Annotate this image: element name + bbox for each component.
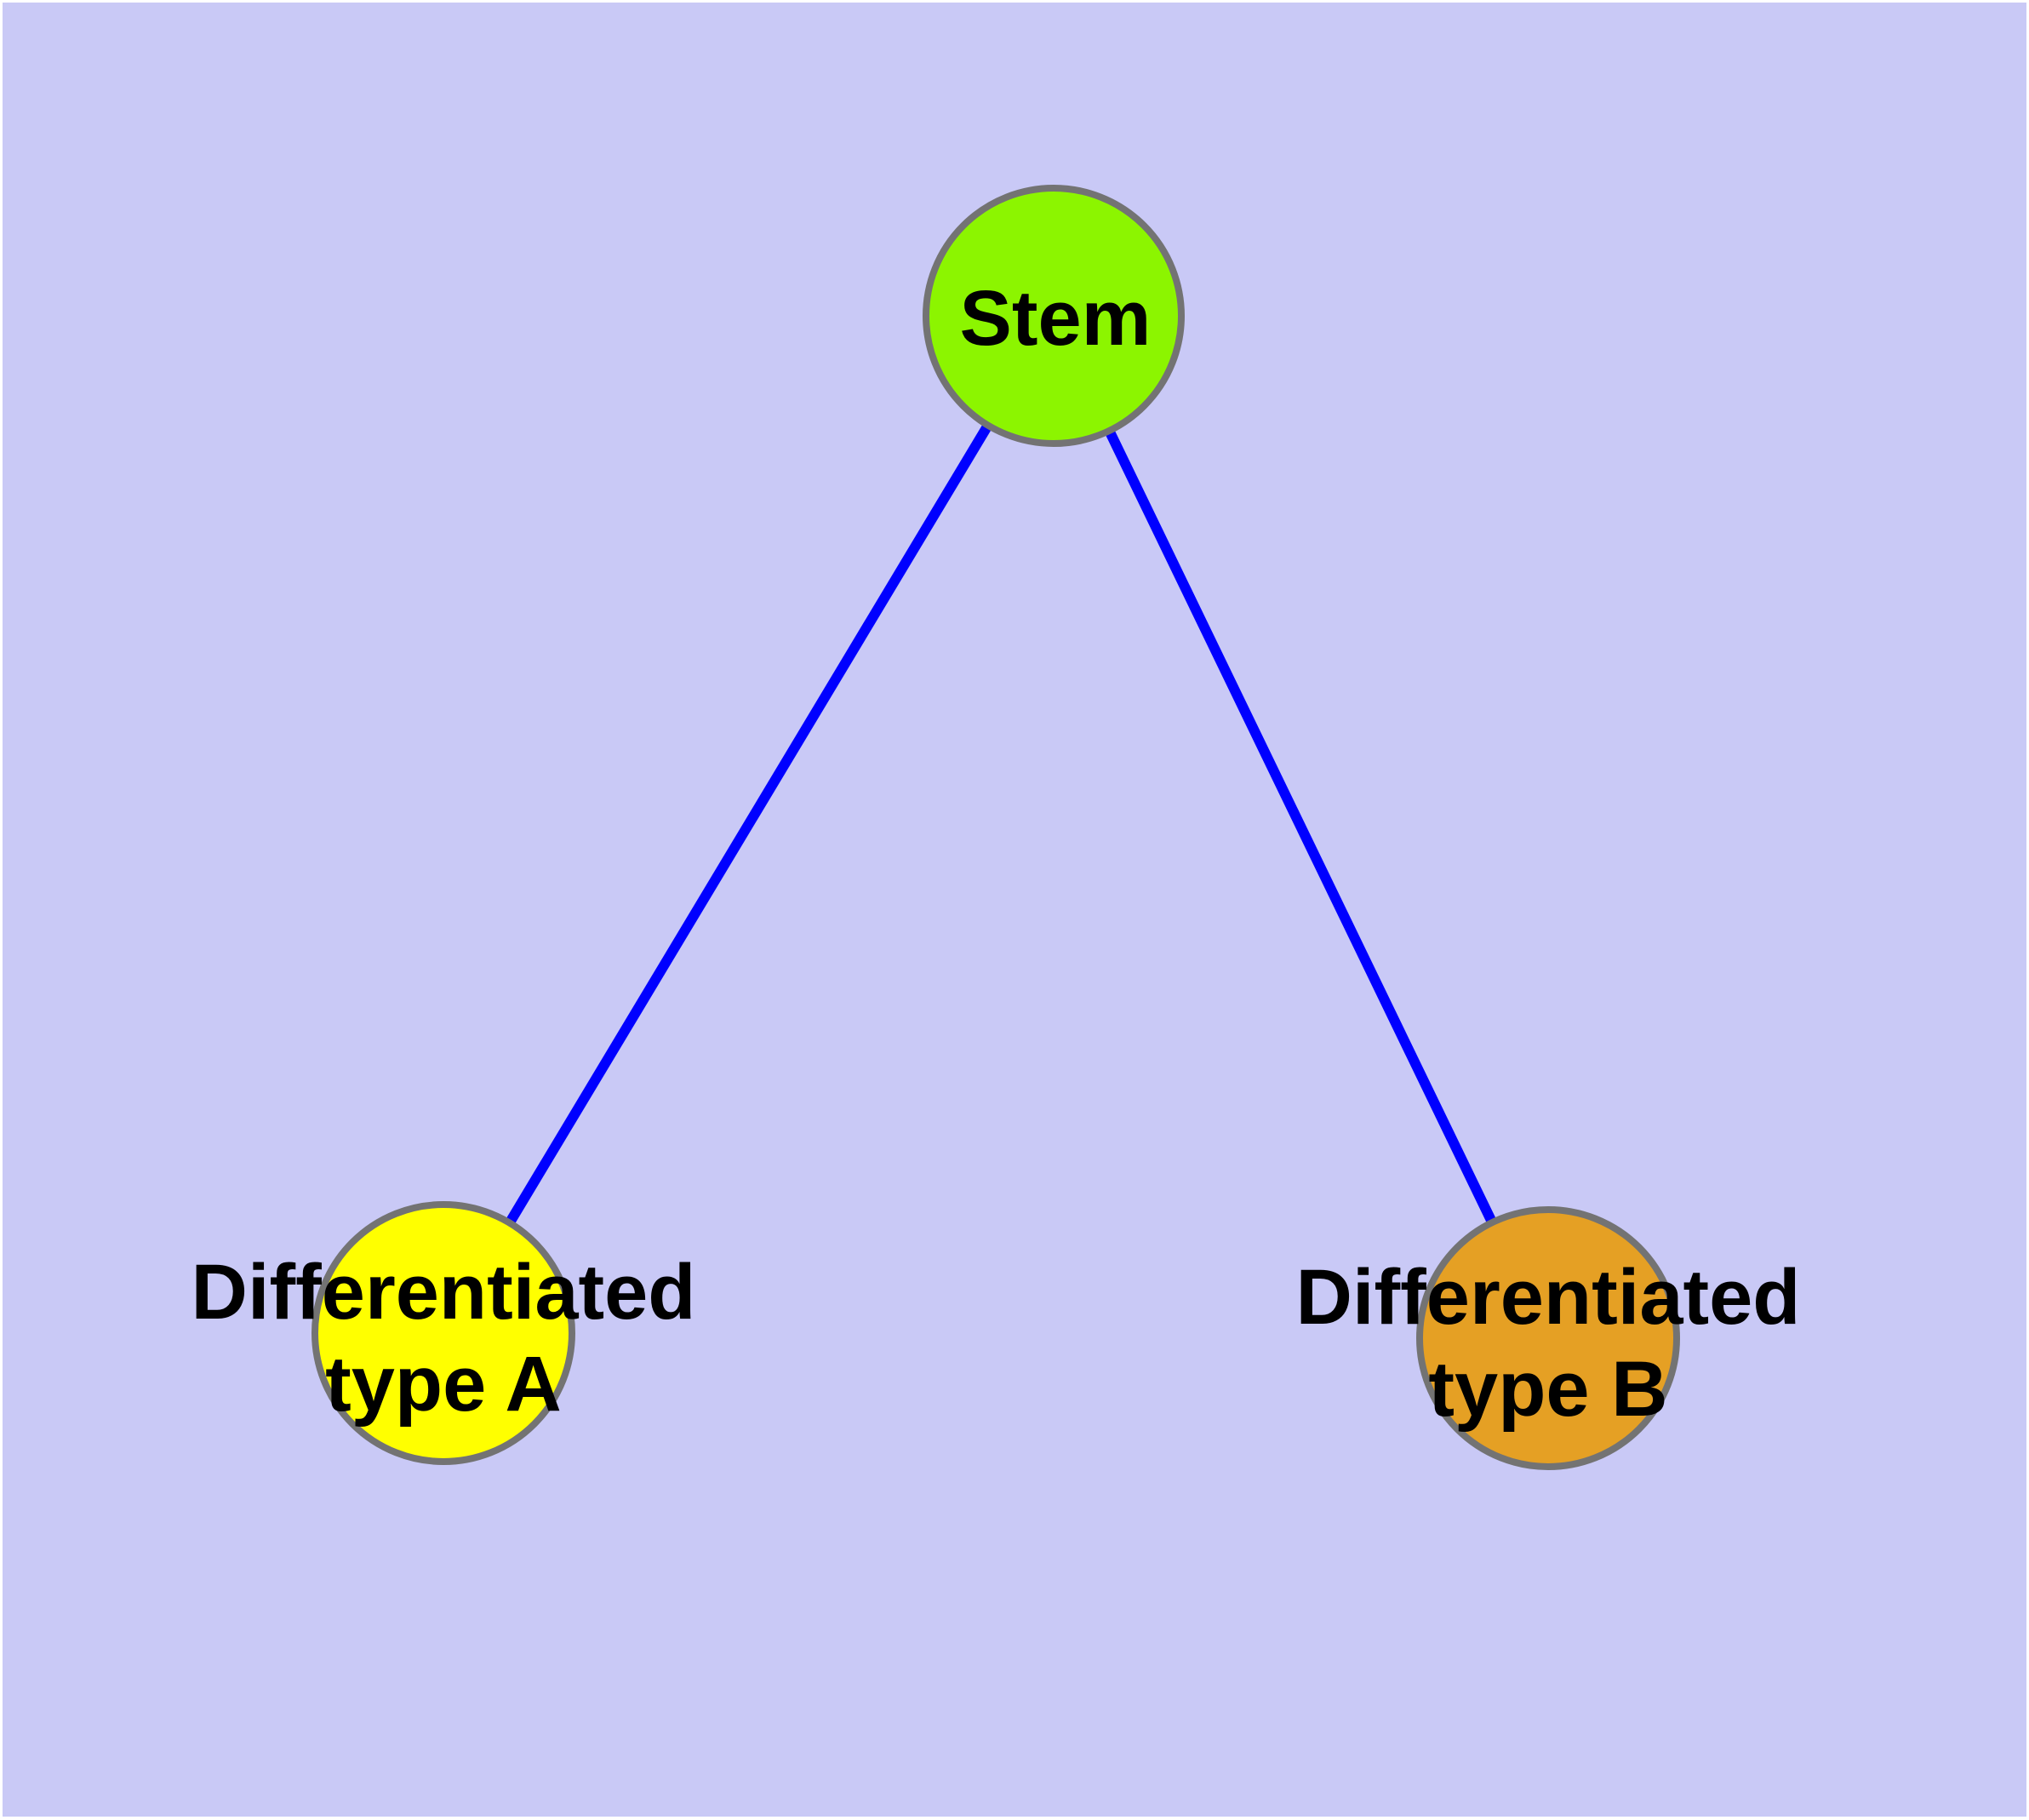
node-stem[interactable]	[923, 185, 1185, 447]
node-type-a-label-line1: Differentiated	[191, 1249, 696, 1336]
edge-stem-to-type-a	[438, 312, 1059, 1336]
edge-stem-to-type-b	[1049, 313, 1553, 1341]
node-differentiated-type-b[interactable]	[1416, 1206, 1680, 1470]
node-stem-label: Stem	[960, 275, 1152, 362]
node-type-b-label-line2: type B	[1428, 1346, 1667, 1433]
node-type-b-label-line1: Differentiated	[1296, 1254, 1801, 1341]
node-type-a-label-line2: type A	[325, 1341, 562, 1428]
node-differentiated-type-a[interactable]	[311, 1201, 575, 1465]
